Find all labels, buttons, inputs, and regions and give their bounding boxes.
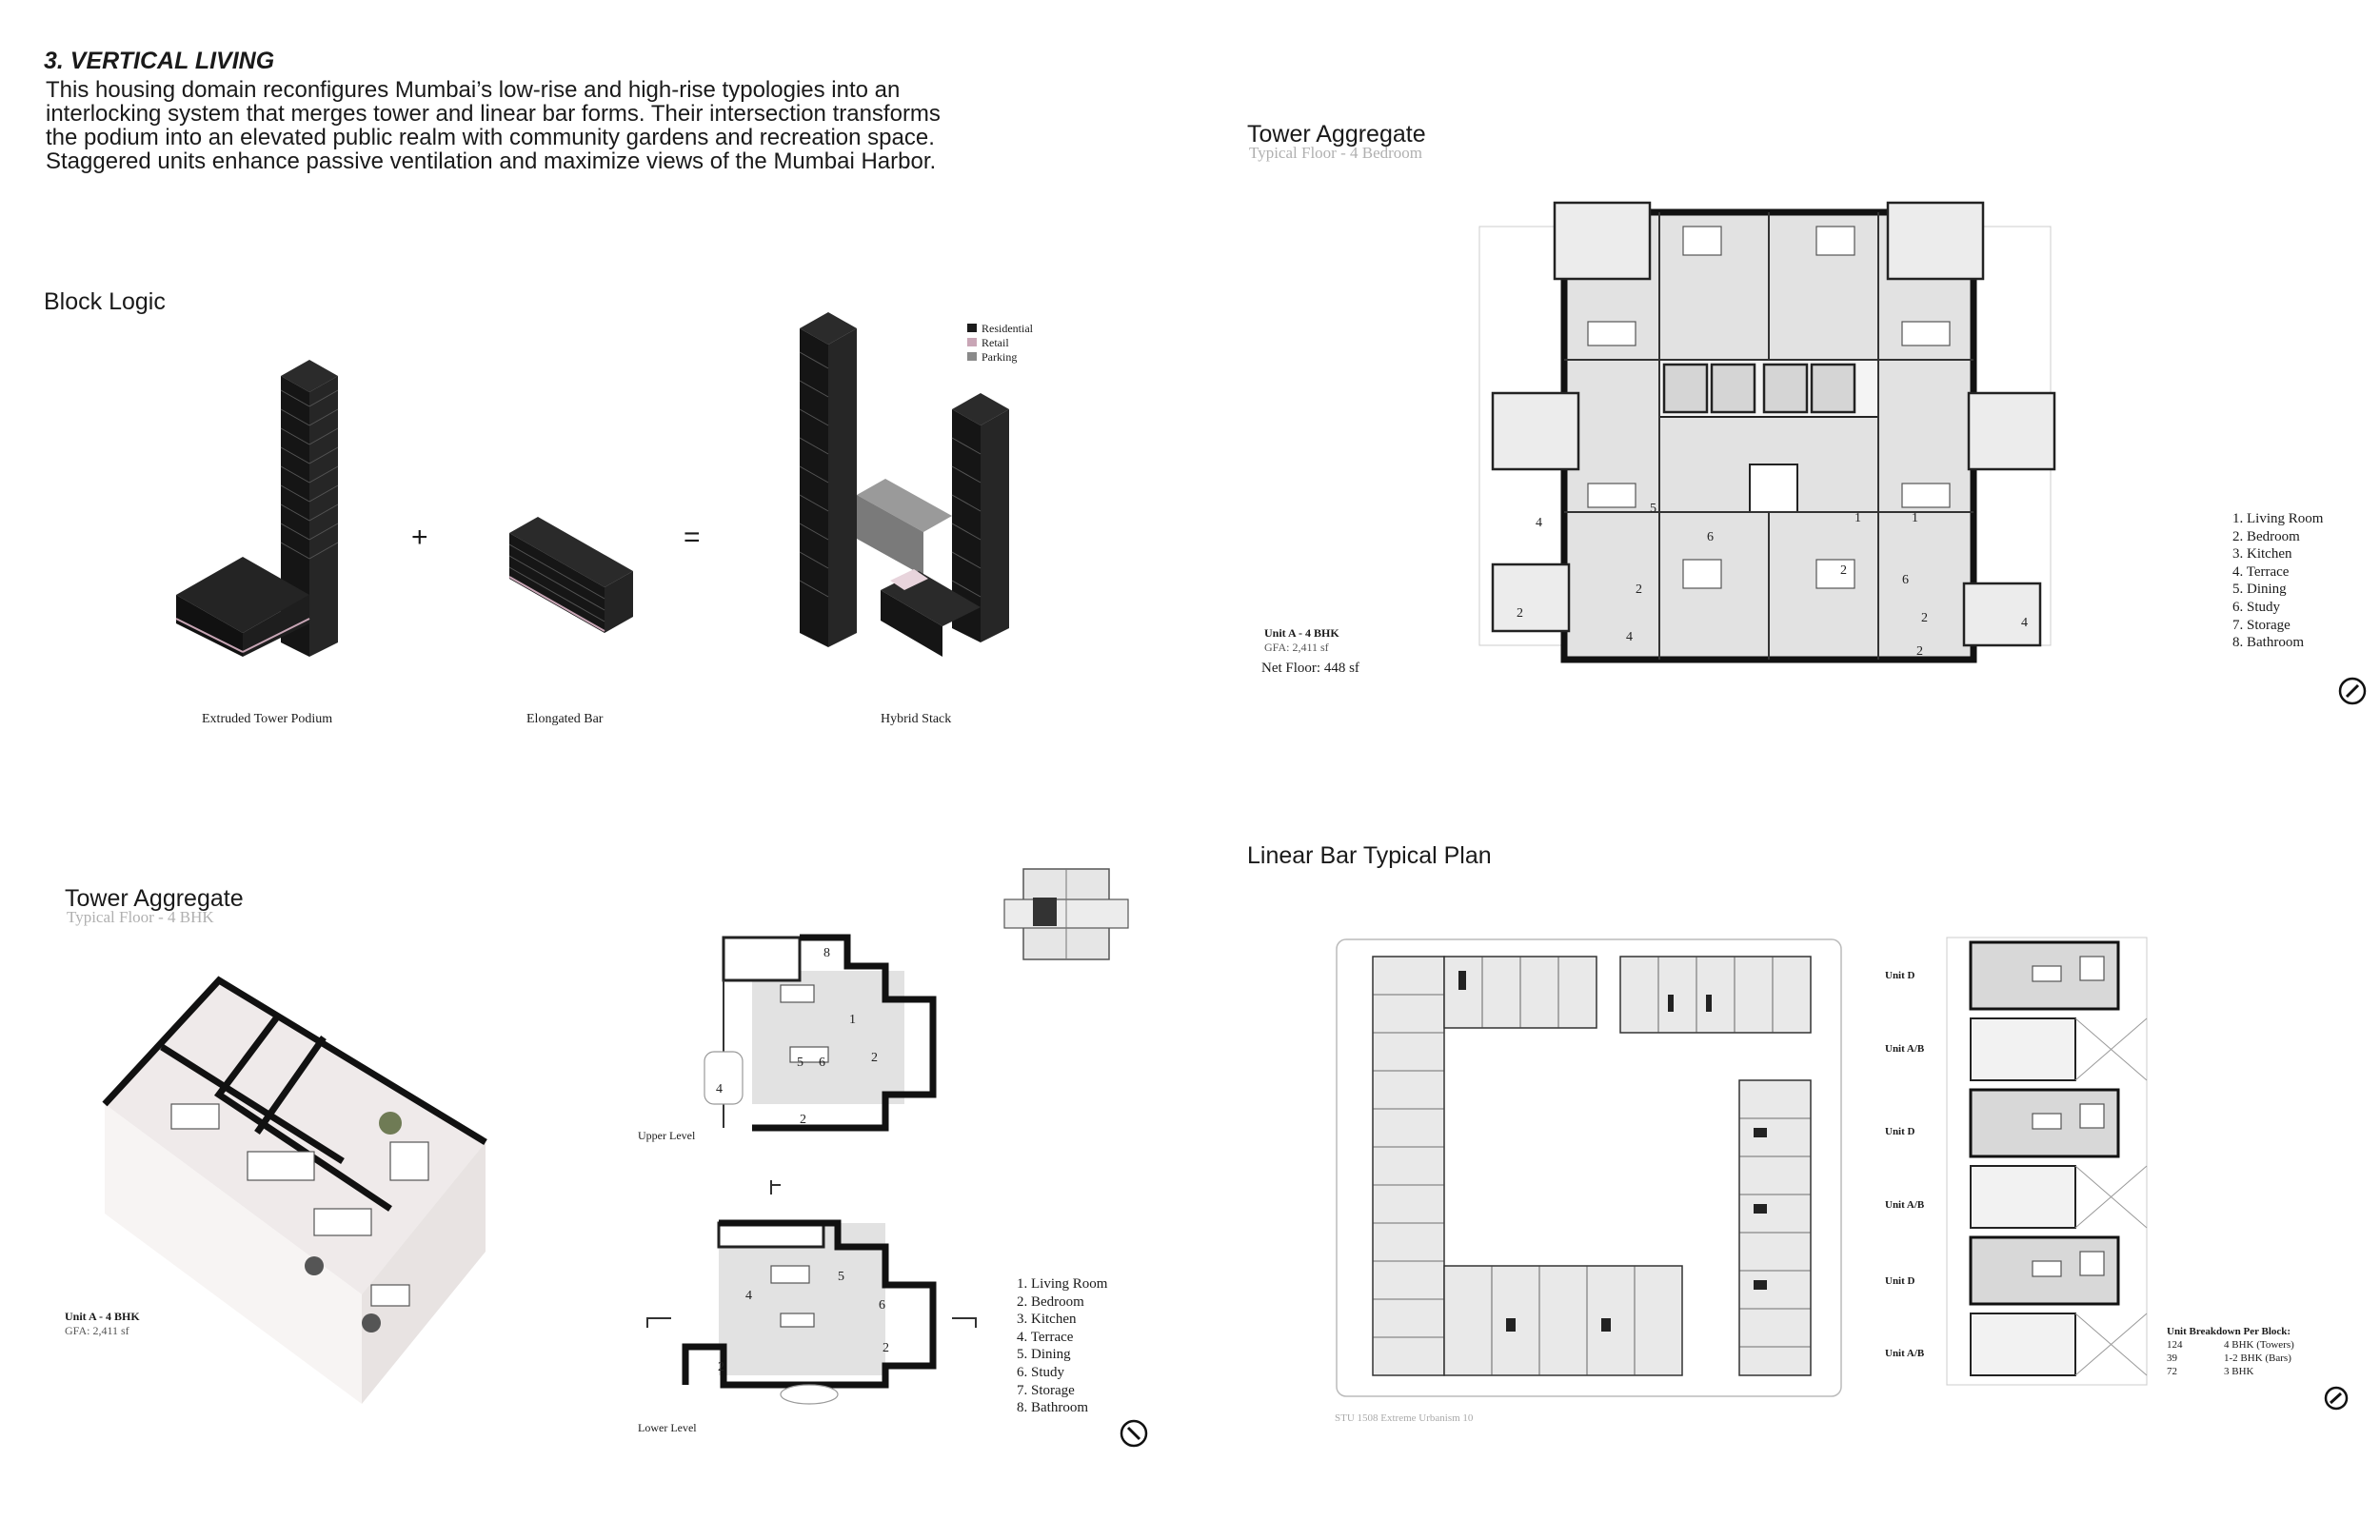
north-arrow-icon [2324,1386,2349,1411]
linear-bar-unit-strip [1946,937,2148,1386]
legend-item: 3. Kitchen [1017,1312,1077,1328]
room-number: 1 [849,1013,856,1027]
room-number: 8 [823,946,830,960]
caption-elongated-bar: Elongated Bar [526,712,604,726]
tower-plan-subtitle: Typical Floor - 4 Bedroom [1249,144,1423,162]
tower-plan-title: Tower Aggregate [1247,121,1426,148]
room-number: 6 [1902,573,1909,587]
legend-item: 6. Study [1017,1364,1065,1380]
legend-item: 2. Bedroom [2232,528,2300,544]
tower-axon-legend: 1. Living Room 2. Bedroom 3. Kitchen 4. … [1017,1275,1107,1417]
room-number: 2 [1517,606,1523,621]
room-number: 2 [1916,644,1923,659]
plus-operator: + [411,522,428,553]
room-number: 1 [1854,511,1861,525]
upper-level-label: Upper Level [638,1129,696,1142]
legend-item: 8. Bathroom [1017,1400,1088,1416]
legend-item: 7. Storage [2232,617,2291,633]
unit-label: Unit A/B [1885,1348,1925,1359]
block-logic-legend: Residential Retail Parking [967,322,1033,365]
unit-label: Unit A/B [1885,1043,1925,1055]
tower-axon-subtitle: Typical Floor - 4 BHK [67,908,214,926]
legend-item: 2. Bedroom [1017,1293,1084,1310]
tower-plan-unit-gfa: GFA: 2,411 sf [1264,641,1329,654]
legend-item: 3. Kitchen [2232,546,2292,563]
hybrid-stack-diagram [799,312,1009,657]
legend-item: 1. Living Room [2232,511,2324,526]
linear-bar-title: Linear Bar Typical Plan [1247,842,1492,869]
room-number: 4 [716,1082,723,1096]
room-number: 2 [1636,582,1642,597]
room-number: 2 [1921,611,1928,625]
unit-label: Unit D [1885,1275,1915,1287]
room-number: 1 [1912,511,1918,525]
room-number: 2 [883,1341,889,1355]
unit-breakdown-title: Unit Breakdown Per Block: [2167,1326,2291,1337]
lower-level-label: Lower Level [638,1421,697,1434]
page-title: 3. VERTICAL LIVING [44,48,275,74]
tower-plan-room-numbers: 1 2 4 5 6 2 1 2 6 2 4 4 2 [1517,502,2028,659]
room-number: 4 [2021,616,2028,630]
legend-item-parking: Parking [967,350,1033,365]
room-number: 4 [1626,630,1633,644]
unit-label: Unit D [1885,1126,1915,1137]
upper-level-plan: 8 1 5 6 2 2 4 [704,934,937,1132]
legend-item: 7. Storage [1017,1382,1075,1398]
caption-extruded-tower-podium: Extruded Tower Podium [202,712,333,726]
key-plan-thumbnail [1003,868,1129,960]
legend-item-residential: Residential [967,322,1033,336]
unit-label: Unit D [1885,970,1915,981]
tower-plan-legend: 1. Living Room 2. Bedroom 3. Kitchen 4. … [2232,510,2323,652]
lower-level-plan: 5 4 6 2 2 [646,1180,977,1405]
room-number: 4 [1536,516,1542,530]
legend-item: 4. Terrace [2232,563,2290,580]
room-number: 4 [745,1289,752,1303]
legend-swatch-residential [967,324,977,332]
legend-item: 1. Living Room [1017,1276,1108,1292]
tower-axon-title: Tower Aggregate [65,885,244,912]
room-number: 2 [871,1051,878,1065]
unit-label: Unit A/B [1885,1199,1925,1211]
north-arrow-icon [1120,1419,1148,1448]
legend-swatch-retail [967,338,977,346]
caption-hybrid-stack: Hybrid Stack [881,712,952,726]
tower-plan-unit-name: Unit A - 4 BHK [1264,626,1339,640]
tower-axon-unit-gfa: GFA: 2,411 sf [65,1324,129,1337]
legend-item: 5. Dining [2232,582,2287,598]
tower-floor-plan: 1 2 4 5 6 2 1 2 6 2 4 4 2 [1478,201,2056,663]
intro-paragraph: This housing domain reconfigures Mumbai’… [46,77,941,174]
tower-axon-unit-name: Unit A - 4 BHK [65,1310,140,1323]
room-number: 5 [838,1270,844,1284]
linear-bar-footer: STU 1508 Extreme Urbanism 10 [1335,1412,1474,1424]
room-number: 6 [879,1298,885,1313]
equals-operator: = [684,522,701,553]
legend-item: 4. Terrace [1017,1329,1074,1345]
room-number: 5 [797,1056,803,1070]
north-arrow-icon [2338,677,2367,705]
room-number: 2 [718,1360,724,1374]
legend-item: 6. Study [2232,599,2281,615]
block-logic-title: Block Logic [44,288,166,315]
tower-plan-net-floor: Net Floor: 448 sf [1261,661,1359,676]
room-number: 6 [1707,530,1714,544]
extruded-tower-podium-diagram [175,360,339,657]
room-number: 5 [1650,502,1656,516]
room-number: 6 [819,1056,825,1070]
room-number: 2 [1840,563,1847,578]
elongated-bar-diagram [508,517,633,633]
tower-unit-axonometric [102,976,487,1404]
legend-item: 5. Dining [1017,1347,1071,1363]
linear-bar-site-plan [1336,938,1842,1397]
room-number: 2 [800,1113,806,1127]
legend-swatch-parking [967,352,977,361]
legend-item: 8. Bathroom [2232,635,2304,651]
legend-item-retail: Retail [967,336,1033,350]
